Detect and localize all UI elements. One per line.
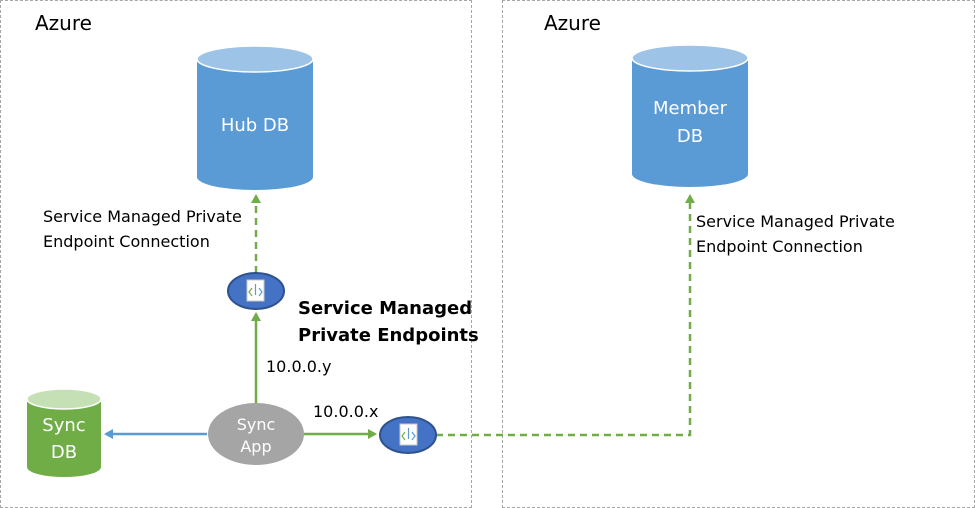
member-connection-label-line1: Service Managed Private (696, 212, 895, 231)
member-private-endpoint (379, 416, 437, 454)
sync-db-label-line2: DB (50, 442, 78, 463)
sync-app-label-line2: App (240, 437, 272, 456)
member-db-cylinder (631, 44, 749, 187)
sync-app-label-line1: Sync (236, 415, 276, 434)
member-db-label-line2: DB (676, 126, 704, 147)
sync-db-label-line1: Sync (42, 415, 86, 436)
hub-db-cylinder (196, 45, 314, 190)
member-connection-label-line2: Endpoint Connection (696, 237, 863, 256)
ip-label-x: 10.0.0.x (313, 402, 379, 421)
hub-db-label: Hub DB (220, 115, 290, 136)
hub-connection-label-line2: Endpoint Connection (43, 232, 210, 251)
azure-region-right-title: Azure (544, 11, 601, 35)
private-endpoint-icon (399, 423, 418, 446)
azure-region-left-title: Azure (35, 11, 92, 35)
sync-db-cylinder (26, 388, 102, 477)
private-endpoint-icon (246, 279, 265, 302)
member-db-label-line1: Member (652, 98, 728, 119)
endpoints-label-line2: Private Endpoints (298, 325, 479, 346)
endpoints-label-line1: Service Managed (298, 298, 473, 319)
hub-connection-label-line1: Service Managed Private (43, 207, 242, 226)
dashed-connection-member (436, 194, 695, 437)
sync-app-node (208, 403, 304, 465)
hub-private-endpoint (227, 272, 285, 310)
ip-label-y: 10.0.0.y (266, 357, 332, 376)
